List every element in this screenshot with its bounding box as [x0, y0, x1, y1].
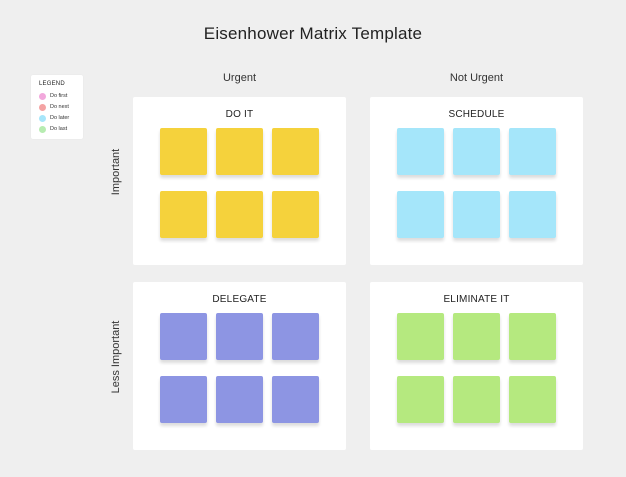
sticky-note[interactable] [160, 313, 207, 360]
sticky-note[interactable] [397, 313, 444, 360]
legend: LEGEND Do first Do next Do later Do last [31, 75, 83, 139]
quadrant-eliminate-it: ELIMINATE IT [370, 282, 583, 450]
legend-item-do-later: Do later [39, 114, 69, 122]
sticky-note[interactable] [216, 376, 263, 423]
quadrant-title: DO IT [225, 109, 254, 120]
sticky-note[interactable] [397, 191, 444, 238]
sticky-note[interactable] [160, 191, 207, 238]
sticky-note[interactable] [509, 191, 556, 238]
sticky-note[interactable] [453, 191, 500, 238]
quadrant-title: SCHEDULE [448, 109, 505, 120]
sticky-note[interactable] [453, 376, 500, 423]
sticky-note[interactable] [453, 128, 500, 175]
legend-swatch [39, 125, 46, 133]
sticky-note[interactable] [272, 313, 319, 360]
sticky-note[interactable] [160, 128, 207, 175]
sticky-note[interactable] [216, 313, 263, 360]
sticky-note[interactable] [160, 376, 207, 423]
sticky-note[interactable] [216, 128, 263, 175]
quadrant-delegate: DELEGATE [133, 282, 346, 450]
sticky-note[interactable] [272, 376, 319, 423]
legend-label: Do next [50, 104, 69, 110]
quadrant-do-it: DO IT [133, 97, 346, 265]
legend-item-do-last: Do last [39, 125, 67, 133]
sticky-note[interactable] [216, 191, 263, 238]
row-header-less-important: Less Important [110, 320, 122, 394]
sticky-note[interactable] [272, 128, 319, 175]
legend-label: Do last [50, 126, 68, 132]
quadrant-schedule: SCHEDULE [370, 97, 583, 265]
sticky-note[interactable] [272, 191, 319, 238]
legend-title: LEGEND [39, 81, 65, 87]
sticky-note[interactable] [397, 128, 444, 175]
row-header-important: Important [110, 148, 122, 196]
quadrant-title: ELIMINATE IT [443, 294, 510, 305]
sticky-note[interactable] [509, 376, 556, 423]
page-title: Eisenhower Matrix Template [203, 24, 423, 43]
legend-swatch [39, 92, 46, 100]
column-header-urgent: Urgent [222, 72, 257, 84]
sticky-note[interactable] [509, 128, 556, 175]
quadrant-title: DELEGATE [212, 294, 267, 305]
sticky-note[interactable] [453, 313, 500, 360]
sticky-note[interactable] [509, 313, 556, 360]
legend-swatch [39, 114, 46, 122]
legend-swatch [39, 103, 46, 111]
legend-item-do-first: Do first [39, 92, 67, 100]
column-header-not-urgent: Not Urgent [449, 72, 504, 84]
sticky-note[interactable] [397, 376, 444, 423]
legend-item-do-next: Do next [39, 103, 69, 111]
legend-label: Do later [50, 115, 70, 121]
legend-label: Do first [50, 93, 68, 99]
